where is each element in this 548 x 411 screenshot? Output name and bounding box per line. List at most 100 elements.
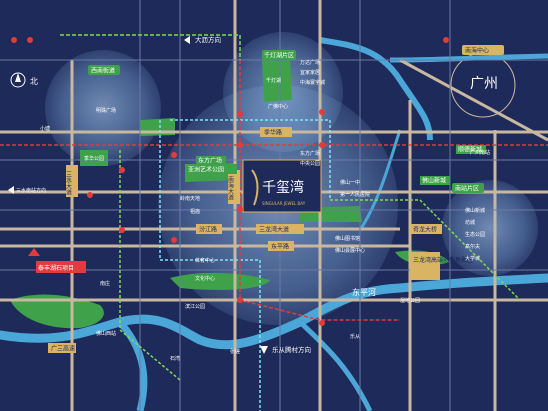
- direction-datong-label: 大沥方向: [195, 35, 221, 44]
- poi-library: 佛山图书馆: [335, 235, 360, 242]
- district-tag-label: 千灯湖片区: [264, 52, 294, 60]
- poi-yiyuan: 宜家家居: [300, 69, 320, 76]
- river-feeder: [358, 129, 402, 231]
- poi-school: 佛山一中: [340, 179, 360, 186]
- station-dot: [237, 111, 243, 117]
- district-tag-label: 西南街道: [91, 67, 115, 75]
- road-tag-bg: [48, 343, 76, 353]
- poi-qiandeng-lake: 千灯湖: [266, 77, 281, 84]
- road-tag-guangsan: 广三高速: [48, 343, 76, 353]
- poi-jihua-park: 季华公园: [84, 155, 104, 162]
- road-tag-dongping: 东平路: [268, 241, 294, 251]
- poi-wetland: 湿地公园: [400, 297, 420, 304]
- district-tag-bg: [88, 65, 120, 75]
- road-tag-fenjiang: 汾江路: [196, 224, 222, 234]
- poi-exhibition: 佛山会展中心: [335, 247, 365, 254]
- poi-market: 佛山新城: [465, 207, 485, 214]
- river-north: [319, 37, 433, 141]
- station-dot: [119, 167, 125, 173]
- badge-chengfa: 顺德新城: [456, 145, 486, 154]
- project-marker[interactable]: 千玺湾 SINGULAR JEWEL BAY: [242, 159, 322, 213]
- metro-line-cyan-south: [159, 120, 261, 411]
- road-tag-sanshui: 三水大道: [65, 165, 78, 197]
- badge-bg: [456, 145, 486, 154]
- district-tag-qiandeng: 千灯湖片区: [262, 50, 296, 60]
- district-tag-label: 南海中心: [465, 47, 489, 55]
- badge-label: 佛山新城: [422, 177, 446, 185]
- district-tag-guangzhou-south: 南站片区: [452, 183, 484, 193]
- park-west: [80, 150, 108, 166]
- road-tag-bg: [228, 170, 240, 204]
- road-tag-label: 汾江路: [199, 226, 217, 234]
- road-tag-label: 东平路: [271, 243, 289, 251]
- metro-line-green-west: [119, 150, 181, 381]
- station-dot: [319, 109, 325, 115]
- road-tag-label: 三龙湾大道: [259, 226, 289, 234]
- badge-label: 东方广场: [198, 157, 222, 165]
- arrow-left-icon: [184, 36, 190, 44]
- road-tag-asia-art: 亚洲艺术公园: [185, 164, 237, 174]
- poi-labels: 万达广场 宜家家居 中海寰宇城 千灯湖 广佛中心 明珠广场 季华公园 岭南天地 …: [40, 59, 490, 362]
- direction-leping-label: 乐从腾村方向: [272, 345, 311, 354]
- river-label-dongping: 东平河: [352, 287, 376, 297]
- road-tag-label: 季华路: [264, 129, 282, 137]
- road-tag-bg: [66, 165, 78, 197]
- poi-oriental: 东方广场: [300, 150, 320, 157]
- station-dot: [87, 192, 93, 198]
- badge-bg: [420, 176, 450, 185]
- poi-station-nan: 广州南站: [470, 149, 490, 156]
- direction-datong: 大沥方向: [184, 35, 221, 44]
- station-dot: [171, 152, 177, 158]
- project-name: 千玺湾: [262, 179, 304, 196]
- badge-label: 顺德新城: [458, 146, 482, 154]
- road-tag-sanlong-east: 三龙湾高端创新集聚区: [410, 252, 473, 280]
- road-tag-label: 三水大道: [65, 171, 72, 196]
- road-tag-label: 奇龙大桥: [413, 226, 437, 234]
- origin-pin-icon: [28, 248, 40, 256]
- road-tag-label: 三龙湾高端创新集聚区: [413, 256, 473, 264]
- poi-xiaotang: 小塘: [40, 125, 50, 132]
- district-tag-bg: [452, 183, 484, 193]
- station-dot: [237, 206, 243, 212]
- poi-ecopark: 生态公园: [465, 231, 485, 238]
- road-tag-bg: [410, 252, 440, 280]
- badge-bg: [196, 156, 226, 165]
- poi-hospital: 第一人民医院: [340, 191, 370, 198]
- river-branch-east: [298, 320, 373, 411]
- poi-shilong: 石湾: [170, 355, 180, 362]
- road-tag-label: 亚洲艺术公园: [188, 166, 224, 174]
- project-sub: SINGULAR JEWEL BAY: [262, 201, 306, 206]
- station-dot: [443, 37, 449, 43]
- poi-zumiao: 祖庙: [190, 208, 200, 215]
- station-dot: [11, 37, 17, 43]
- road-tag-jihua: 季华路: [260, 127, 292, 137]
- arrow-left-icon: [8, 186, 14, 194]
- compass: 北: [10, 72, 38, 88]
- poi-wanda: 万达广场: [300, 59, 320, 66]
- district-tag-nanhai: 南海中心: [462, 45, 504, 55]
- road-tag-label: 南海大道: [227, 175, 234, 201]
- park-qiandeng: [262, 58, 292, 102]
- poi-zhongyuan: 中海寰宇城: [300, 79, 325, 86]
- river-branch-south: [117, 319, 148, 411]
- district-tag-xinan: 西南街道: [88, 65, 120, 75]
- direction-sanshui: 三水南站方向: [8, 186, 46, 194]
- road-tag-bg: [410, 224, 442, 234]
- road-tag-bg: [185, 164, 237, 174]
- poi-station-dong: 佛山西站: [96, 330, 116, 337]
- poi-uni: 大学城: [465, 255, 480, 262]
- station-dot: [171, 237, 177, 243]
- project-box[interactable]: [242, 159, 322, 213]
- district-tag-bg: [262, 50, 296, 60]
- poi-gym: 文化中心: [195, 275, 215, 282]
- station-dot: [237, 142, 243, 148]
- metro-line-green-north: [60, 34, 241, 60]
- poi-golf: 高尔夫: [465, 243, 480, 250]
- poi-tower: 坊城: [465, 219, 475, 226]
- origin-project[interactable]: 泰丰湖石项目: [28, 248, 86, 273]
- road-tag-bg: [256, 224, 304, 234]
- badge-foshan-new: 佛山新城: [420, 176, 450, 185]
- district-tag-bg: [462, 45, 504, 55]
- park-riverside: [170, 272, 270, 290]
